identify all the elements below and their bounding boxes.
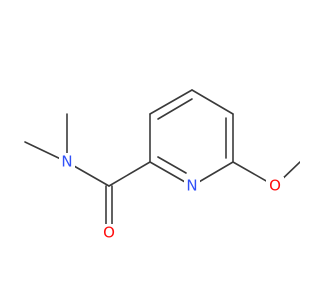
- o-methoxy-label: O: [269, 177, 281, 195]
- bond-ring-c3-c4: [149, 89, 193, 115]
- bond-ring-inner-c3-c4: [157, 98, 193, 120]
- atom-labels: N O N O: [59, 153, 284, 244]
- bond-ring-inner-n-c2: [157, 156, 187, 174]
- n-ring-label-background: [184, 177, 200, 195]
- o-carbonyl-label-background: [100, 224, 118, 244]
- molecule-structure: N O N O: [24, 89, 300, 244]
- n-amide-label-background: [59, 153, 75, 171]
- n-amide-label: N: [61, 153, 72, 171]
- bond-ring-c4-c5: [191, 89, 234, 115]
- o-methoxy-label-background: [266, 177, 284, 197]
- o-carbonyl-label: O: [103, 224, 115, 242]
- bond-carbonyl-c-ring-c2: [108, 161, 151, 187]
- n-ring-label: N: [186, 177, 197, 195]
